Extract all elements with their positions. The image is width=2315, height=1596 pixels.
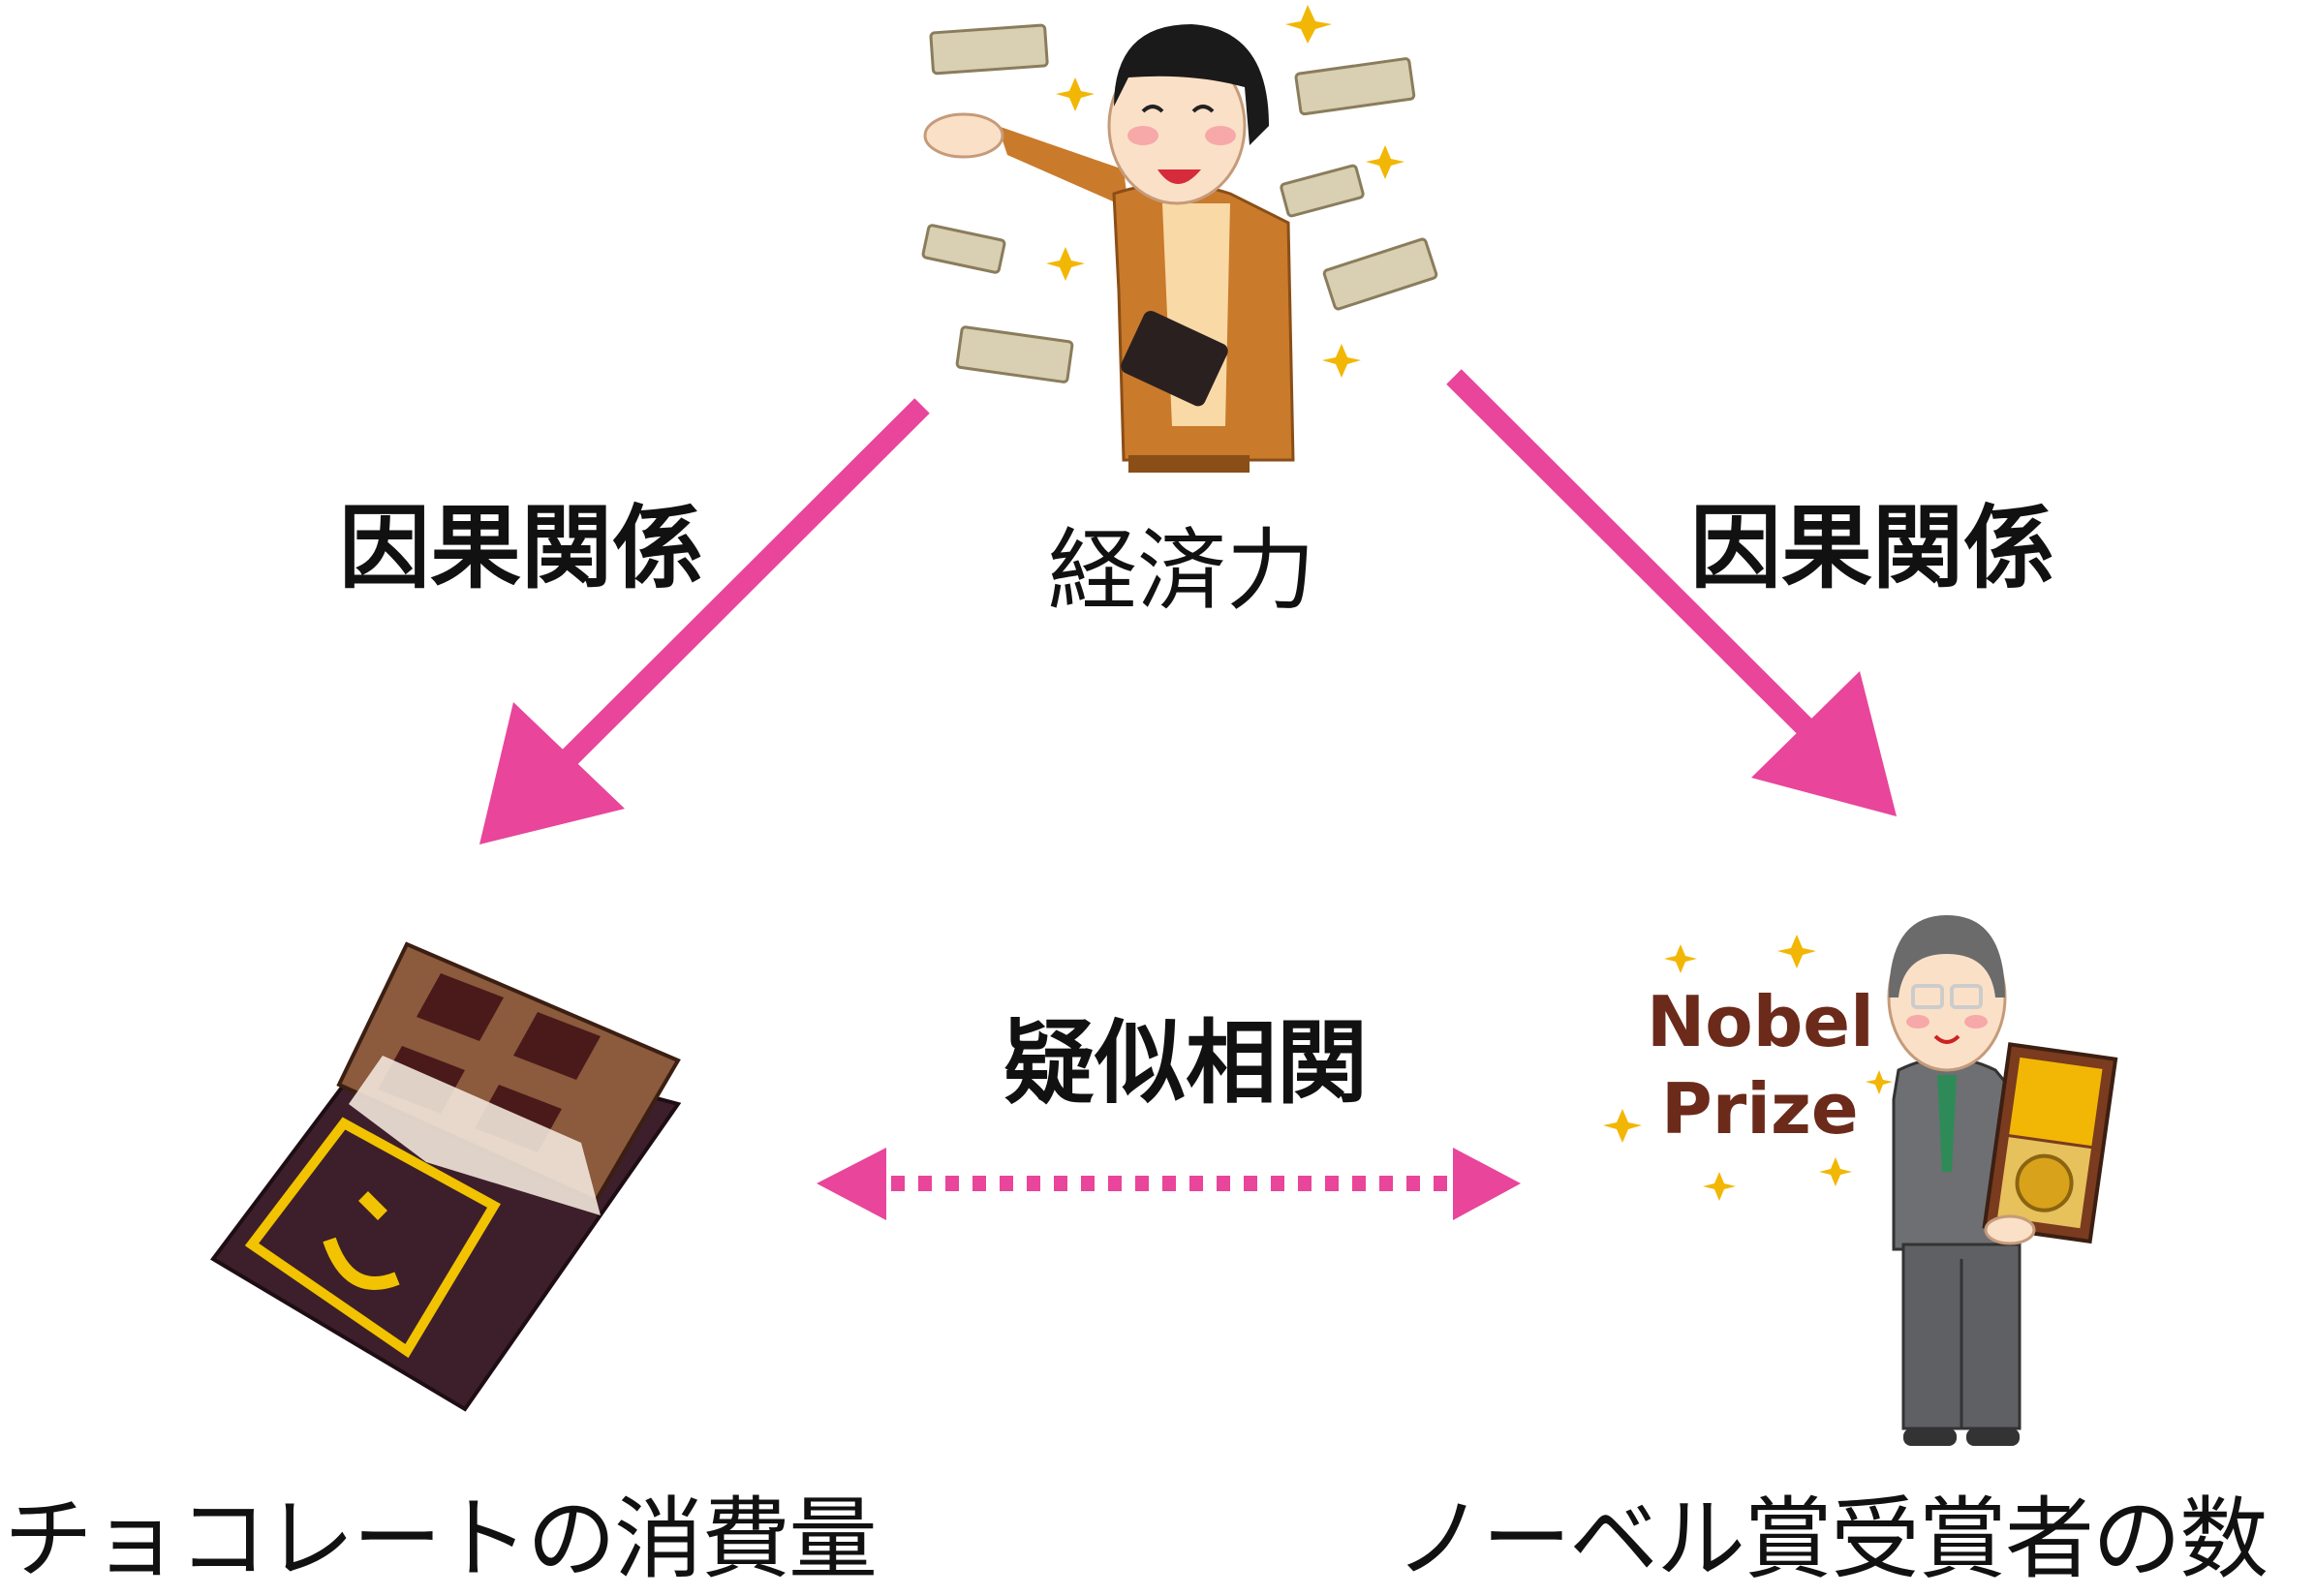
edge-label-causal-right: 因果関係 <box>1690 496 2055 601</box>
causal-arrow-left <box>479 398 930 844</box>
spurious-correlation-arrow <box>817 1148 1521 1220</box>
node-chocolate-consumption: チョコレートの消費量 <box>4 1488 878 1591</box>
node-nobel-laureates: ノーベル賞受賞者の数 <box>1395 1488 2269 1591</box>
chocolate-illustration <box>210 941 682 1412</box>
nobel-sign-line1: Nobel <box>1647 981 1874 1062</box>
node-economic-power: 経済力 <box>1048 519 1316 623</box>
sparkle-icon <box>1046 5 1404 378</box>
nobel-laureate-illustration: Nobel Prize <box>1603 915 2118 1446</box>
causal-arrow-right <box>1446 369 1897 816</box>
medal-case-icon <box>1982 1042 2118 1244</box>
edge-label-causal-left: 因果関係 <box>339 496 704 601</box>
edge-label-spurious: 疑似相関 <box>1003 1011 1369 1117</box>
banknote-icon <box>921 23 1438 384</box>
rich-man-illustration <box>921 5 1438 473</box>
chocolate-logo-icon <box>323 1191 400 1290</box>
sparkle-icon <box>1603 935 1893 1201</box>
nobel-sign-line2: Prize <box>1661 1068 1859 1150</box>
